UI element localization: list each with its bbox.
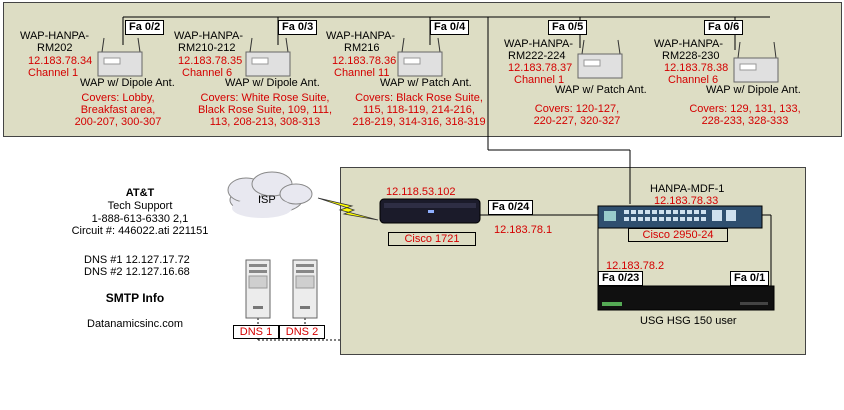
- ap-antenna: WAP w/ Dipole Ant.: [706, 84, 801, 96]
- isp-cloud-label: ISP: [258, 194, 276, 206]
- ap-name: WAP-HANPA-: [174, 30, 244, 42]
- switch-model-label: Cisco 2950-24: [628, 228, 728, 242]
- cisco-1721-router-icon: [379, 198, 481, 224]
- ap-name: WAP-HANPA-: [326, 30, 396, 42]
- ap-name: RM210-212: [178, 42, 236, 54]
- usg-ip: 12.183.78.2: [606, 260, 665, 272]
- dns-2-label: DNS 2: [279, 325, 325, 339]
- ap-channel: Channel 1: [514, 74, 565, 86]
- ap-name: RM222-224: [508, 50, 566, 62]
- ap-channel: Channel 1: [28, 67, 79, 79]
- smtp-host: Datanamicsinc.com: [87, 318, 183, 330]
- router-model-label: Cisco 1721: [388, 232, 476, 246]
- ap-antenna: WAP w/ Dipole Ant.: [225, 77, 320, 89]
- ap-coverage: Covers: Lobby,: [81, 92, 155, 104]
- lightning-icon: [317, 197, 379, 221]
- wap-icon: [397, 37, 443, 77]
- ap-ip: 12.183.78.37: [508, 62, 573, 74]
- ap-channel: Channel 6: [668, 74, 719, 86]
- ap-name: RM202: [37, 42, 73, 54]
- dns-1-label: DNS 1: [233, 325, 279, 339]
- ap-coverage: Covers: Black Rose Suite,: [355, 92, 483, 104]
- usg-port-right: Fa 0/1: [730, 271, 770, 286]
- isp-support-label: Tech Support: [107, 200, 173, 212]
- ap-coverage: 113, 208-213, 308-313: [209, 116, 321, 128]
- usg-appliance-icon: [597, 285, 775, 311]
- dns-2-address: DNS #2 12.127.16.68: [84, 266, 190, 278]
- switch-ip: 12.183.78.33: [654, 195, 719, 207]
- isp-circuit: Circuit #: 446022.ati 221151: [71, 225, 209, 237]
- ap-coverage: 218-219, 314-316, 318-319: [352, 116, 486, 128]
- wap-icon: [733, 41, 779, 83]
- mdf-panel: [340, 167, 806, 355]
- ap-coverage: 220-227, 320-327: [533, 115, 621, 127]
- port-label: Fa 0/2: [125, 20, 165, 35]
- router-port-label: Fa 0/24: [488, 200, 534, 215]
- ap-ip: 12.183.78.36: [332, 55, 397, 67]
- ap-coverage: 200-207, 300-307: [74, 116, 162, 128]
- ap-name: WAP-HANPA-: [654, 38, 724, 50]
- ap-coverage: Breakfast area,: [80, 104, 156, 116]
- ap-antenna: WAP w/ Patch Ant.: [555, 84, 647, 96]
- ap-coverage: Black Rose Suite, 109, 111,: [197, 104, 333, 116]
- ap-name: WAP-HANPA-: [504, 38, 574, 50]
- ap-antenna: WAP w/ Dipole Ant.: [80, 77, 175, 89]
- ap-ip: 12.183.78.35: [178, 55, 243, 67]
- wap-icon: [245, 37, 291, 77]
- port-label: Fa 0/6: [704, 20, 744, 35]
- ap-coverage: 115, 118-119, 214-216,: [363, 104, 475, 116]
- ap-channel: Channel 6: [182, 67, 233, 79]
- ap-antenna: WAP w/ Patch Ant.: [380, 77, 472, 89]
- router-wan-ip: 12.118.53.102: [386, 186, 456, 198]
- usg-port-left: Fa 0/23: [598, 271, 644, 286]
- ap-ip: 12.183.78.34: [28, 55, 93, 67]
- ap-name: RM216: [344, 42, 380, 54]
- ap-channel: Channel 11: [334, 67, 390, 79]
- ap-coverage: Covers: White Rose Suite,: [200, 92, 330, 104]
- ap-ip: 12.183.78.38: [664, 62, 729, 74]
- usg-label: USG HSG 150 user: [640, 315, 737, 327]
- port-label: Fa 0/3: [278, 20, 318, 35]
- ap-coverage: 228-233, 328-333: [701, 115, 789, 127]
- dns-1-address: DNS #1 12.127.17.72: [84, 254, 190, 266]
- router-lan-ip: 12.183.78.1: [494, 224, 553, 236]
- isp-cloud-icon: [227, 171, 313, 218]
- ap-coverage: Covers: 129, 131, 133,: [689, 103, 801, 115]
- port-label: Fa 0/5: [548, 20, 588, 35]
- isp-support-phone: 1-888-613-6330 2,1: [91, 213, 189, 225]
- dns-server-1-icon: [245, 259, 271, 319]
- wap-icon: [97, 37, 143, 77]
- cisco-2950-switch-icon: [597, 205, 763, 229]
- ap-coverage: Covers: 120-127,: [534, 103, 620, 115]
- isp-provider: AT&T: [125, 187, 155, 199]
- switch-name: HANPA-MDF-1: [650, 183, 725, 195]
- port-label: Fa 0/4: [430, 20, 470, 35]
- ap-name: RM228-230: [662, 50, 720, 62]
- dns-server-2-icon: [292, 259, 318, 319]
- ap-name: WAP-HANPA-: [20, 30, 90, 42]
- smtp-title: SMTP Info: [105, 291, 165, 305]
- wap-icon: [577, 39, 623, 79]
